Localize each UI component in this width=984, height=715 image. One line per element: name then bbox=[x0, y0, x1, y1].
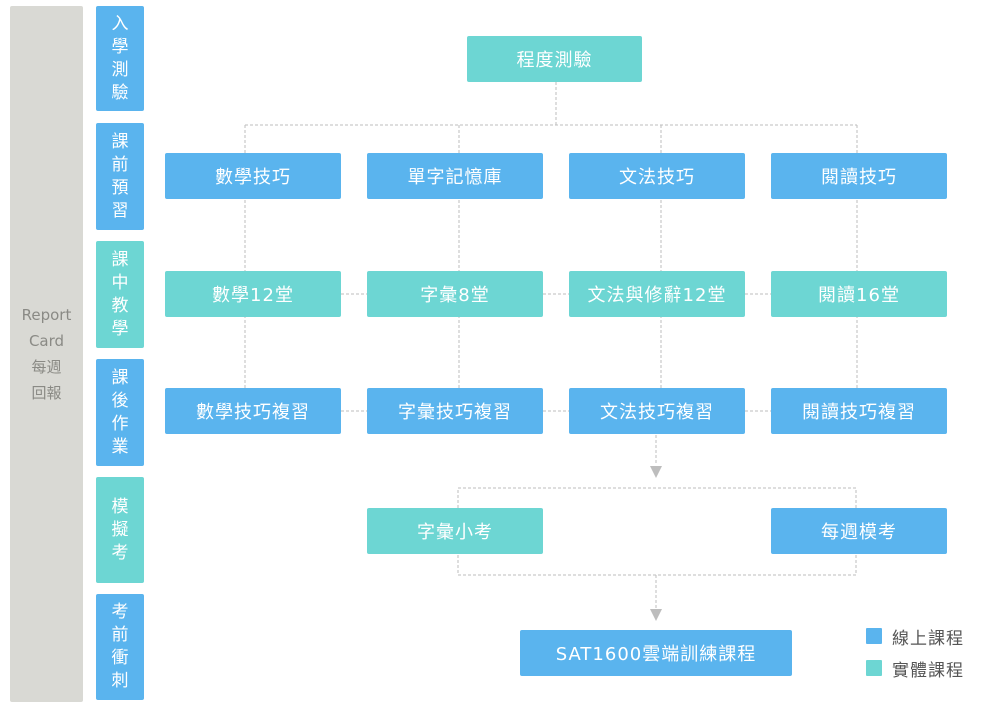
stage-preview: 課前預習 bbox=[96, 123, 144, 230]
legend: 線上課程 實體課程 bbox=[866, 624, 981, 684]
arrow-down-icon bbox=[650, 609, 662, 621]
node-math-review: 數學技巧複習 bbox=[165, 388, 341, 434]
legend-item-offline: 實體課程 bbox=[866, 656, 981, 681]
stage-in-class: 課中教學 bbox=[96, 241, 144, 348]
node-label: 數學技巧複習 bbox=[196, 402, 310, 423]
node-grammar-rhetoric-classes: 文法與修辭12堂 bbox=[569, 271, 745, 317]
node-placement-test: 程度測驗 bbox=[467, 36, 642, 82]
node-label: 文法技巧複習 bbox=[600, 402, 714, 423]
node-label: 字彙8堂 bbox=[420, 285, 490, 306]
report-card-label: Report Card 每週 回報 bbox=[22, 302, 72, 406]
node-sat-cloud-course: SAT1600雲端訓練課程 bbox=[520, 630, 792, 676]
stage-homework: 課後作業 bbox=[96, 359, 144, 466]
node-vocab-quiz: 字彙小考 bbox=[367, 508, 543, 554]
node-math-classes: 數學12堂 bbox=[165, 271, 341, 317]
legend-label-offline: 實體課程 bbox=[892, 660, 964, 681]
node-label: 閱讀技巧複習 bbox=[802, 402, 916, 423]
node-label: 文法與修辭12堂 bbox=[587, 285, 727, 306]
stage-placement-test: 入學測驗 bbox=[96, 6, 144, 111]
stage-label: 課中教學 bbox=[111, 249, 129, 339]
legend-swatch-offline bbox=[866, 660, 882, 676]
legend-swatch-online bbox=[866, 628, 882, 644]
node-reading-skills: 閱讀技巧 bbox=[771, 153, 947, 199]
arrow-down-icon bbox=[650, 466, 662, 478]
node-vocab-classes: 字彙8堂 bbox=[367, 271, 543, 317]
node-label: 程度測驗 bbox=[516, 50, 593, 71]
node-label: 閱讀16堂 bbox=[818, 285, 900, 306]
node-label: 單字記憶庫 bbox=[407, 167, 503, 188]
node-label: 數學12堂 bbox=[212, 285, 294, 306]
node-label: 字彙小考 bbox=[417, 522, 493, 543]
report-card-line-1: Report bbox=[21, 306, 72, 324]
stage-final-sprint: 考前衝刺 bbox=[96, 594, 144, 700]
stage-mock-exam: 模擬考 bbox=[96, 477, 144, 583]
node-reading-review: 閱讀技巧複習 bbox=[771, 388, 947, 434]
stage-label: 考前衝刺 bbox=[111, 602, 129, 691]
stage-label: 入學測驗 bbox=[111, 13, 129, 103]
node-math-skills: 數學技巧 bbox=[165, 153, 341, 199]
report-card-line-4: 回報 bbox=[31, 384, 62, 402]
report-card-line-3: 每週 bbox=[31, 358, 62, 376]
node-label: 數學技巧 bbox=[215, 167, 291, 188]
node-grammar-skills: 文法技巧 bbox=[569, 153, 745, 199]
report-card-line-2: Card bbox=[28, 332, 65, 350]
node-label: SAT1600雲端訓練課程 bbox=[555, 644, 757, 665]
node-label: 文法技巧 bbox=[619, 167, 695, 188]
node-weekly-mock-exam: 每週模考 bbox=[771, 508, 947, 554]
stage-label: 課前預習 bbox=[111, 131, 129, 221]
node-vocab-review: 字彙技巧複習 bbox=[367, 388, 543, 434]
stage-label: 課後作業 bbox=[111, 367, 129, 457]
stage-label: 模擬考 bbox=[111, 496, 129, 563]
node-label: 每週模考 bbox=[821, 522, 897, 543]
node-label: 字彙技巧複習 bbox=[398, 402, 512, 423]
node-label: 閱讀技巧 bbox=[821, 167, 897, 188]
node-reading-classes: 閱讀16堂 bbox=[771, 271, 947, 317]
report-card-panel: Report Card 每週 回報 bbox=[10, 6, 83, 702]
node-vocab-bank: 單字記憶庫 bbox=[367, 153, 543, 199]
legend-item-online: 線上課程 bbox=[866, 624, 981, 649]
legend-label-online: 線上課程 bbox=[892, 628, 964, 649]
node-grammar-review: 文法技巧複習 bbox=[569, 388, 745, 434]
